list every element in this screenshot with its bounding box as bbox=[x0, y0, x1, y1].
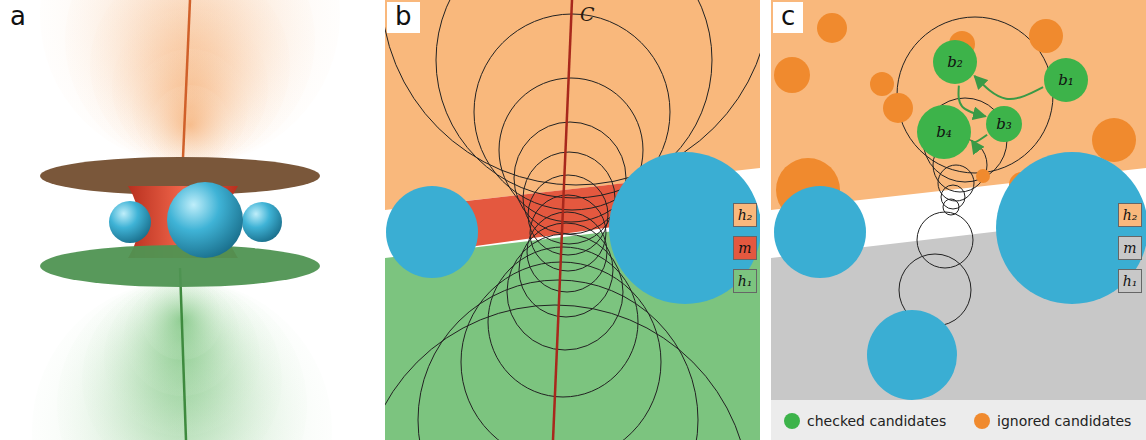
search-circle bbox=[938, 165, 974, 201]
ignored-sphere bbox=[883, 93, 913, 123]
legend-swatch: h₂ bbox=[1118, 203, 1142, 227]
curve-line bbox=[180, 268, 186, 440]
tangent-circle bbox=[514, 122, 626, 234]
halfspace-sphere bbox=[150, 85, 230, 165]
ignored-sphere bbox=[1092, 118, 1136, 162]
sphere bbox=[774, 186, 866, 278]
search-circle bbox=[941, 185, 965, 209]
sphere bbox=[867, 310, 957, 400]
search-arrow bbox=[959, 86, 986, 117]
legend-swatch: m bbox=[733, 236, 757, 260]
sphere-fill bbox=[986, 106, 1022, 142]
search-arrow bbox=[972, 135, 987, 143]
legend-dot bbox=[974, 413, 990, 429]
ignored-sphere bbox=[774, 57, 810, 93]
ignored-sphere bbox=[817, 13, 847, 43]
tangent-circle bbox=[488, 247, 638, 397]
sphere-label: b₄ bbox=[936, 123, 952, 141]
ignored-sphere bbox=[870, 72, 894, 96]
legend-label: h₂ bbox=[1123, 207, 1138, 223]
sphere-fill bbox=[917, 105, 971, 159]
ignored-sphere bbox=[976, 169, 990, 183]
tangent-circle bbox=[507, 234, 623, 350]
sphere bbox=[386, 186, 478, 278]
legend-strip bbox=[771, 400, 1146, 440]
panel-letter: a bbox=[2, 2, 34, 33]
legend-swatch: m bbox=[1118, 236, 1142, 260]
legend-label: h₂ bbox=[738, 207, 753, 223]
curve-line bbox=[182, 0, 190, 180]
halfspace-sphere bbox=[132, 49, 248, 165]
panel-letter: b bbox=[387, 2, 420, 33]
legend-swatch: h₂ bbox=[733, 203, 757, 227]
legend-label: h₁ bbox=[1123, 273, 1138, 289]
legend-swatch: h₁ bbox=[733, 269, 757, 293]
sphere-label: b₁ bbox=[1058, 71, 1074, 89]
ignored-sphere bbox=[1029, 19, 1063, 53]
legend-label: h₁ bbox=[738, 273, 753, 289]
sphere-fill bbox=[1044, 58, 1088, 102]
plane-disc bbox=[40, 245, 320, 287]
tangent-circles bbox=[385, 0, 760, 440]
halfspace-sphere bbox=[112, 9, 268, 165]
legend-label: m bbox=[1123, 240, 1136, 256]
curve-label: C bbox=[580, 4, 595, 25]
tangent-circle bbox=[461, 262, 661, 440]
search-arrow bbox=[974, 76, 1043, 99]
sphere-label: b₂ bbox=[947, 53, 963, 71]
search-circle bbox=[917, 212, 973, 268]
curve-line bbox=[553, 0, 572, 440]
panel-letter: c bbox=[773, 2, 803, 33]
candidate-sphere: b₃ bbox=[986, 106, 1022, 142]
panel-a-illustration bbox=[32, 0, 340, 440]
panel-c-illustration bbox=[771, 0, 1146, 400]
sphere bbox=[609, 152, 760, 304]
legend-label: ignored candidates bbox=[997, 412, 1131, 430]
candidate-sphere: b₁ bbox=[1044, 58, 1088, 102]
panel-b-illustration bbox=[385, 0, 760, 440]
legend-label: checked candidates bbox=[807, 412, 946, 430]
legend-dot bbox=[784, 413, 800, 429]
sphere bbox=[109, 201, 151, 243]
candidate-sphere: b₄ bbox=[917, 105, 971, 159]
sphere-fill bbox=[933, 40, 977, 84]
sphere-label: b₃ bbox=[996, 115, 1012, 133]
legend-swatch: h₁ bbox=[1118, 269, 1142, 293]
tangent-circle bbox=[385, 305, 750, 440]
sphere bbox=[242, 202, 282, 242]
candidate-sphere: b₂ bbox=[933, 40, 977, 84]
sphere bbox=[996, 152, 1146, 304]
legend-label: m bbox=[738, 240, 751, 256]
sphere bbox=[167, 182, 243, 258]
